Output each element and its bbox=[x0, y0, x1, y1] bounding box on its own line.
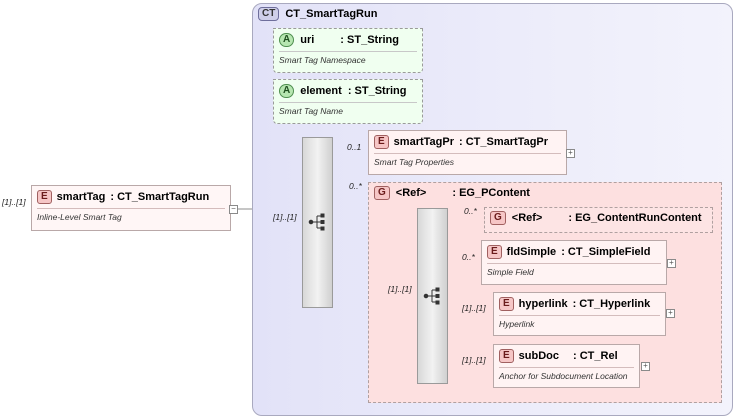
sequence-icon bbox=[308, 213, 325, 231]
element-doc: Hyperlink bbox=[499, 315, 660, 329]
outer-sequence-cardinality: [1]..[1] bbox=[273, 212, 297, 222]
attribute-name: element bbox=[300, 85, 342, 97]
inner-sequence-compositor[interactable] bbox=[417, 208, 448, 384]
item-cardinality: 0..* bbox=[464, 206, 477, 216]
group-badge: G bbox=[374, 186, 390, 200]
element-type: : CT_Hyperlink bbox=[572, 298, 651, 310]
attribute-doc: Smart Tag Name bbox=[279, 102, 417, 116]
item-cardinality: 0..* bbox=[462, 252, 475, 262]
element-fldsimple[interactable]: E fldSimple : CT_SimpleField Simple Fiel… bbox=[481, 240, 667, 285]
group-ref-type: : EG_ContentRunContent bbox=[568, 212, 702, 224]
item-cardinality: [1]..[1] bbox=[462, 303, 486, 313]
element-name: hyperlink bbox=[518, 298, 568, 310]
element-name: fldSimple bbox=[506, 246, 557, 258]
element-hyperlink[interactable]: E hyperlink : CT_Hyperlink Hyperlink bbox=[493, 292, 666, 336]
element-name: smartTagPr bbox=[393, 136, 454, 148]
attribute-doc: Smart Tag Namespace bbox=[279, 51, 417, 65]
attribute-badge: A bbox=[279, 84, 295, 98]
complex-type-badge: CT bbox=[258, 7, 280, 21]
element-badge: E bbox=[37, 190, 52, 204]
attribute-type: : ST_String bbox=[340, 34, 399, 46]
element-type: : CT_SmartTagPr bbox=[459, 136, 549, 148]
attribute-badge: A bbox=[279, 33, 295, 47]
root-element-doc: Inline-Level Smart Tag bbox=[37, 208, 225, 222]
root-element-name: smartTag bbox=[56, 191, 106, 203]
attribute-uri[interactable]: A uri : ST_String Smart Tag Namespace bbox=[273, 28, 423, 73]
group-header: G <Ref> : EG_PContent bbox=[369, 183, 721, 200]
inner-sequence-cardinality: [1]..[1] bbox=[388, 284, 412, 294]
element-badge: E bbox=[487, 245, 502, 259]
item-cardinality: [1]..[1] bbox=[462, 355, 486, 365]
element-smarttagpr-header: E smartTagPr : CT_SmartTagPr bbox=[369, 131, 566, 149]
element-smarttagpr[interactable]: E smartTagPr : CT_SmartTagPr Smart Tag P… bbox=[368, 130, 567, 175]
root-element-header: E smartTag : CT_SmartTagRun bbox=[32, 186, 230, 204]
attribute-name: uri bbox=[300, 34, 315, 46]
element-badge: E bbox=[499, 297, 514, 311]
sequence-icon bbox=[423, 287, 440, 305]
expand-toggle-icon[interactable]: + bbox=[641, 362, 650, 371]
element-badge: E bbox=[374, 135, 389, 149]
collapse-toggle-icon[interactable]: − bbox=[229, 205, 238, 214]
attribute-element[interactable]: A element : ST_String Smart Tag Name bbox=[273, 79, 423, 124]
complex-type-name: CT_SmartTagRun bbox=[285, 8, 378, 20]
attribute-element-header: A element : ST_String bbox=[274, 80, 422, 98]
element-hyperlink-header: E hyperlink : CT_Hyperlink bbox=[494, 293, 665, 311]
element-subdoc-header: E subDoc : CT_Rel bbox=[494, 345, 639, 363]
group-name: : EG_PContent bbox=[452, 187, 530, 199]
smarttagpr-cardinality: 0..1 bbox=[347, 142, 362, 152]
element-doc: Simple Field bbox=[487, 263, 661, 277]
group-ref-eg-contentruncontent[interactable]: G <Ref> : EG_ContentRunContent bbox=[484, 207, 713, 233]
outer-sequence-compositor[interactable] bbox=[302, 137, 333, 308]
attribute-uri-header: A uri : ST_String bbox=[274, 29, 422, 47]
group-cardinality: 0..* bbox=[349, 181, 362, 191]
group-ref-name: <Ref> bbox=[511, 212, 543, 224]
element-doc: Anchor for Subdocument Location bbox=[499, 367, 634, 381]
element-badge: E bbox=[499, 349, 514, 363]
expand-toggle-icon[interactable]: + bbox=[667, 259, 676, 268]
element-doc: Smart Tag Properties bbox=[374, 153, 561, 167]
expand-toggle-icon[interactable]: + bbox=[666, 309, 675, 318]
group-ref: <Ref> bbox=[395, 187, 427, 199]
element-type: : CT_SimpleField bbox=[561, 246, 651, 258]
expand-toggle-icon[interactable]: + bbox=[566, 149, 575, 158]
element-subdoc[interactable]: E subDoc : CT_Rel Anchor for Subdocument… bbox=[493, 344, 640, 388]
root-element-type: : CT_SmartTagRun bbox=[110, 191, 210, 203]
group-ref-header: G <Ref> : EG_ContentRunContent bbox=[485, 208, 712, 225]
complex-type-header: CT CT_SmartTagRun bbox=[258, 7, 377, 21]
root-cardinality: [1]..[1] bbox=[2, 197, 26, 207]
element-fldsimple-header: E fldSimple : CT_SimpleField bbox=[482, 241, 666, 259]
group-badge: G bbox=[490, 211, 506, 225]
root-element-smarttag[interactable]: E smartTag : CT_SmartTagRun Inline-Level… bbox=[31, 185, 231, 231]
attribute-type: : ST_String bbox=[347, 85, 407, 97]
element-type: : CT_Rel bbox=[573, 350, 618, 362]
element-name: subDoc bbox=[518, 350, 560, 362]
